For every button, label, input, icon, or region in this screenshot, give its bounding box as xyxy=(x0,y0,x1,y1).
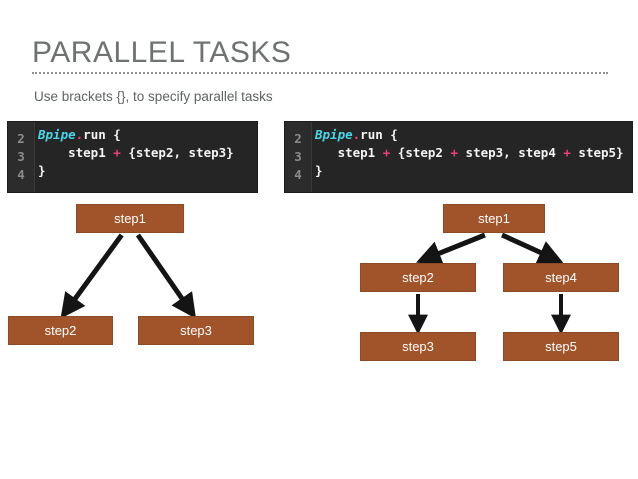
diagram-arrow-step1-to-step3 xyxy=(135,233,197,319)
page-subtitle: Use brackets {}, to specify parallel tas… xyxy=(34,89,273,104)
line-number: 3 xyxy=(294,149,302,164)
diagram-node-label: step1 xyxy=(114,211,146,226)
code-token-op: + xyxy=(563,145,571,160)
line-numbers-left: 2 3 4 xyxy=(8,122,34,184)
diagram-arrow-step1-to-step2 xyxy=(416,232,486,265)
title-divider xyxy=(32,72,608,76)
code-token-plain: step1 xyxy=(315,145,383,160)
page-title: PARALLEL TASKS xyxy=(32,36,292,69)
code-token-plain: {step2 xyxy=(390,145,451,160)
diagram-arrow-step1-to-step2 xyxy=(60,233,124,319)
code-lines-right: Bpipe.run { step1 + {step2 + step3, step… xyxy=(315,126,624,180)
diagram-node-step2[interactable]: step2 xyxy=(360,263,476,292)
line-number: 2 xyxy=(294,131,302,146)
code-token-punct: . xyxy=(352,127,361,142)
diagram-node-label: step5 xyxy=(545,339,577,354)
line-number-gutter-left: 2 3 4 xyxy=(8,122,35,192)
code-token-plain: } xyxy=(315,163,323,178)
code-lines-left: Bpipe.run { step1 + {step2, step3}} xyxy=(38,126,234,180)
code-token-cls: Bpipe xyxy=(315,127,353,142)
code-token-op: + xyxy=(113,145,121,160)
line-number-gutter-right: 2 3 4 xyxy=(285,122,312,192)
code-token-cls: Bpipe xyxy=(38,127,76,142)
code-token-plain: step3, step4 xyxy=(458,145,564,160)
code-token-plain: } xyxy=(38,163,46,178)
code-block-right: 2 3 4 Bpipe.run { step1 + {step2 + step3, … xyxy=(285,122,632,192)
diagram-node-label: step2 xyxy=(402,270,434,285)
diagram-node-label: step1 xyxy=(478,211,510,226)
code-token-plain: step1 xyxy=(38,145,114,160)
diagram-node-step4[interactable]: step4 xyxy=(503,263,619,292)
code-token-plain: {step2, step3} xyxy=(120,145,234,160)
code-token-plain: step5} xyxy=(570,145,624,160)
diagram-node-label: step3 xyxy=(180,323,212,338)
diagram-node-step1[interactable]: step1 xyxy=(443,204,545,233)
diagram-node-label: step4 xyxy=(545,270,577,285)
diagram-node-step2[interactable]: step2 xyxy=(8,316,113,345)
line-number: 2 xyxy=(17,131,25,146)
line-number: 3 xyxy=(17,149,25,164)
code-line: Bpipe.run { xyxy=(38,126,234,144)
code-line: Bpipe.run { xyxy=(315,126,624,144)
line-number: 4 xyxy=(294,167,302,182)
code-token-plain: run { xyxy=(83,127,121,142)
diagram-arrow-step1-to-step4 xyxy=(501,232,564,264)
code-block-left: 2 3 4 Bpipe.run { step1 + {step2, step3}} xyxy=(8,122,257,192)
diagram-node-label: step3 xyxy=(402,339,434,354)
code-token-op: + xyxy=(382,145,391,160)
code-token-plain: run { xyxy=(360,127,398,142)
code-line: } xyxy=(38,162,234,180)
diagram-node-step1[interactable]: step1 xyxy=(76,204,184,233)
diagram-node-label: step2 xyxy=(44,323,77,338)
diagram-node-step3[interactable]: step3 xyxy=(360,332,476,361)
code-token-punct: . xyxy=(75,127,84,142)
diagram-node-step3[interactable]: step3 xyxy=(138,316,254,345)
code-line: step1 + {step2, step3} xyxy=(38,144,234,162)
line-numbers-right: 2 3 4 xyxy=(285,122,311,184)
code-line: step1 + {step2 + step3, step4 + step5} xyxy=(315,144,624,162)
code-line: } xyxy=(315,162,624,180)
diagram-node-step5[interactable]: step5 xyxy=(503,332,619,361)
code-token-op: + xyxy=(450,145,459,160)
line-number: 4 xyxy=(17,167,25,182)
